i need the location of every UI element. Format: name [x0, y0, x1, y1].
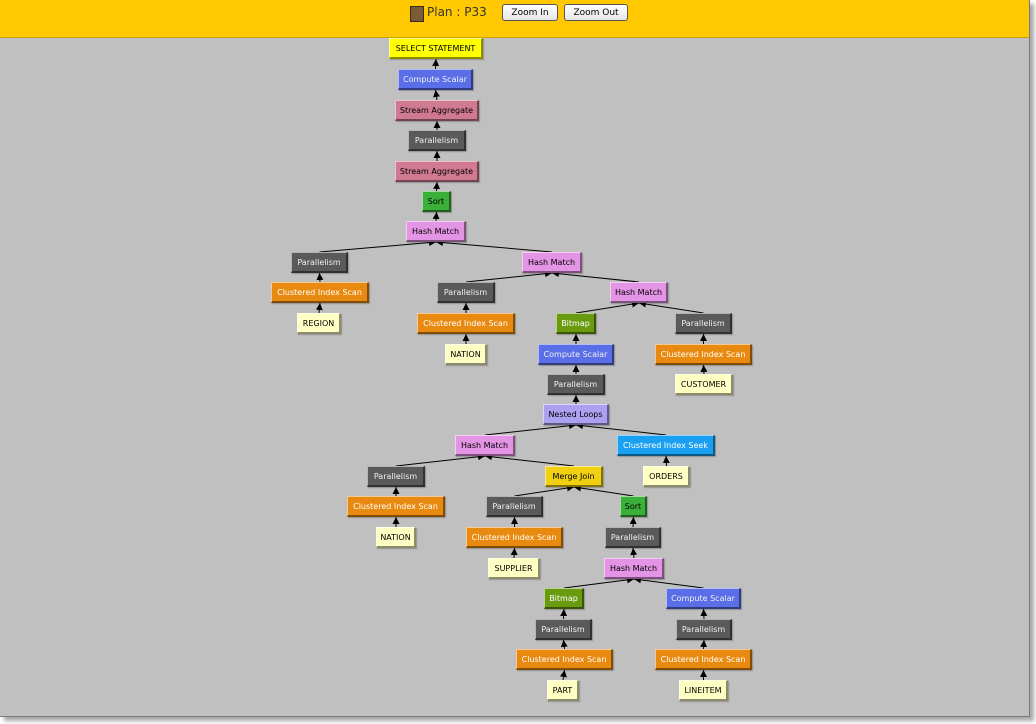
plan-node-lineitem[interactable]: LINEITEM	[679, 680, 728, 701]
edge-n12-to-n11	[465, 270, 553, 283]
edge-n29-to-n23	[484, 453, 575, 467]
edge-n15-to-n11	[551, 270, 640, 283]
plan-node-supplier[interactable]: SUPPLIER	[488, 558, 540, 579]
plan-node-parallelism[interactable]: Parallelism	[408, 130, 466, 151]
plan-node-compute-scalar[interactable]: Compute Scalar	[666, 588, 741, 609]
plan-node-clustered-index-scan[interactable]: Clustered Index Scan	[347, 496, 445, 517]
plan-node-bitmap[interactable]: Bitmap	[556, 313, 596, 334]
plan-node-nation[interactable]: NATION	[445, 344, 487, 365]
edge-n37-to-n36	[560, 608, 568, 620]
plan-node-clustered-index-scan[interactable]: Clustered Index Scan	[516, 649, 613, 670]
plan-node-nation[interactable]: NATION	[376, 527, 416, 548]
plan-node-nested-loops[interactable]: Nested Loops	[543, 404, 609, 425]
plan-node-sort[interactable]: Sort	[620, 496, 647, 517]
zoom-out-button[interactable]: Zoom Out	[564, 4, 628, 21]
plan-node-parallelism[interactable]: Parallelism	[486, 496, 543, 517]
plan-node-hash-match[interactable]: Hash Match	[455, 435, 515, 456]
edge-n8-to-n7	[319, 239, 437, 253]
plan-node-hash-match[interactable]: Hash Match	[522, 252, 582, 273]
edge-n10-to-n9	[315, 302, 323, 314]
plan-node-part[interactable]: PART	[547, 680, 579, 701]
plan-node-clustered-index-scan[interactable]: Clustered Index Scan	[655, 649, 752, 670]
edge-n30-to-n29	[514, 484, 575, 497]
edge-n35-to-n34	[630, 547, 638, 559]
plan-node-sort[interactable]: Sort	[422, 191, 451, 212]
edge-n25-to-n24	[662, 455, 670, 467]
edge-n2-to-n1	[432, 58, 440, 70]
edge-n41-to-n40	[700, 608, 708, 620]
plan-node-parallelism[interactable]: Parallelism	[291, 252, 348, 273]
edge-n42-to-n41	[700, 639, 708, 650]
edge-n40-to-n35	[633, 576, 704, 589]
edge-n34-to-n33	[629, 516, 637, 528]
plan-node-compute-scalar[interactable]: Compute Scalar	[538, 344, 614, 365]
edge-n24-to-n19	[575, 422, 667, 436]
plan-node-stream-aggregate[interactable]: Stream Aggregate	[395, 100, 479, 121]
plan-node-compute-scalar[interactable]: Compute Scalar	[398, 69, 473, 90]
plan-node-select-statement[interactable]: SELECT STATEMENT	[389, 38, 483, 59]
plan-node-merge-join[interactable]: Merge Join	[545, 466, 603, 487]
edge-n9-to-n8	[316, 272, 324, 283]
plan-node-region[interactable]: REGION	[297, 313, 341, 334]
plan-node-bitmap[interactable]: Bitmap	[544, 588, 584, 609]
plan-node-customer[interactable]: CUSTOMER	[675, 374, 733, 395]
plan-node-hash-match[interactable]: Hash Match	[406, 221, 466, 242]
edge-n38-to-n37	[560, 639, 568, 650]
plan-node-parallelism[interactable]: Parallelism	[535, 619, 592, 640]
edge-n22-to-n21	[700, 364, 708, 375]
edge-n23-to-n19	[484, 422, 577, 436]
plan-node-hash-match[interactable]: Hash Match	[610, 282, 668, 303]
plan-node-stream-aggregate[interactable]: Stream Aggregate	[395, 161, 479, 182]
edge-n39-to-n38	[560, 669, 567, 681]
plan-node-clustered-index-scan[interactable]: Clustered Index Scan	[466, 527, 563, 548]
plan-node-clustered-index-scan[interactable]: Clustered Index Scan	[655, 344, 752, 365]
zoom-in-button[interactable]: Zoom In	[502, 4, 558, 21]
edge-n33-to-n29	[573, 484, 634, 497]
plan-node-clustered-index-seek[interactable]: Clustered Index Seek	[617, 435, 715, 456]
plan-title: Plan : P33	[427, 5, 487, 19]
plan-node-parallelism[interactable]: Parallelism	[675, 313, 732, 334]
edge-n16-to-n15	[575, 300, 640, 314]
toolbar: Plan : P33 Zoom In Zoom Out	[0, 0, 1029, 38]
plan-node-orders[interactable]: ORDERS	[643, 466, 690, 487]
edge-n26-to-n23	[395, 453, 486, 467]
edge-n11-to-n7	[435, 239, 553, 253]
edge-n36-to-n35	[563, 576, 635, 589]
plan-node-parallelism[interactable]: Parallelism	[676, 619, 732, 640]
plan-node-parallelism[interactable]: Parallelism	[605, 527, 661, 548]
plan-node-parallelism[interactable]: Parallelism	[437, 282, 495, 303]
edge-n32-to-n31	[510, 547, 518, 559]
edge-n20-to-n15	[638, 300, 704, 314]
edge-n6-to-n5	[433, 181, 441, 192]
edge-n7-to-n6	[432, 211, 440, 222]
plan-edges	[315, 58, 708, 681]
plan-node-clustered-index-scan[interactable]: Clustered Index Scan	[271, 282, 369, 303]
plan-node-clustered-index-scan[interactable]: Clustered Index Scan	[417, 313, 515, 334]
plan-node-parallelism[interactable]: Parallelism	[367, 466, 425, 487]
edge-n3-to-n2	[433, 89, 440, 101]
plan-color-swatch	[410, 6, 424, 22]
plan-node-parallelism[interactable]: Parallelism	[547, 374, 605, 395]
plan-node-hash-match[interactable]: Hash Match	[604, 558, 664, 579]
